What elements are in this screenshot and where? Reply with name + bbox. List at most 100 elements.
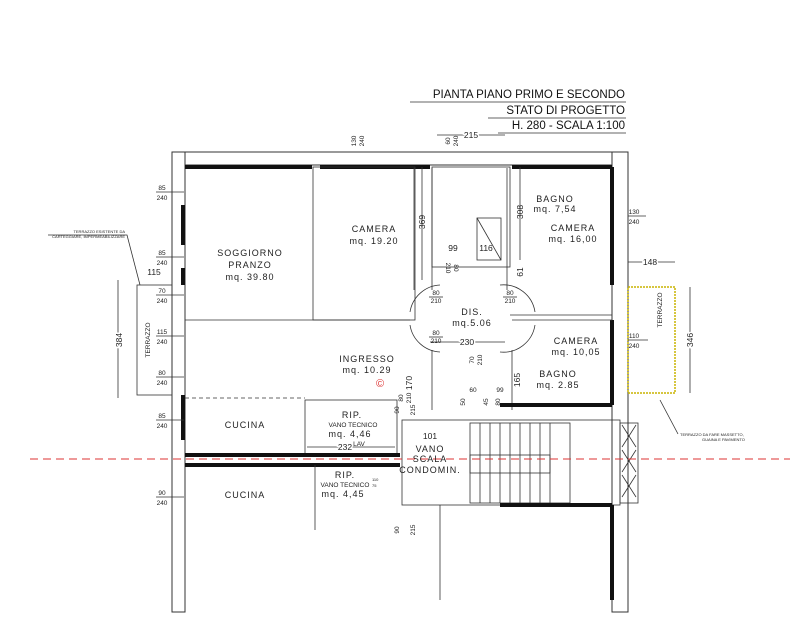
opening-w: 85 (158, 413, 166, 420)
opening-h: 210 (505, 298, 516, 305)
opening-h: 75 (372, 483, 377, 488)
rip2-name: RIP. (335, 470, 355, 480)
title-line1: PIANTA PIANO PRIMO E SECONDO (433, 89, 625, 101)
camera3-area: mq. 10,05 (551, 347, 600, 357)
rip2-area: mq. 4,45 (321, 489, 364, 499)
notes: TERRAZZO ESISTENTE DA CARTEGGIARE, IMPER… (48, 229, 745, 442)
cucina1-name: CUCINA (225, 420, 266, 430)
camera1-area: mq. 19.20 (349, 236, 398, 246)
opening-w: 115 (157, 329, 168, 336)
opening-h: 240 (157, 500, 168, 507)
opening-h: 210 (477, 354, 484, 365)
dim-230: 230 (460, 337, 474, 347)
bagno2-name: BAGNO (539, 369, 577, 379)
dim-369: 369 (417, 215, 427, 229)
note-right-line2: GUAINA E PAVIMENTO (702, 437, 745, 442)
opening-w: 80 (432, 290, 440, 297)
opening-h: 240 (157, 195, 168, 202)
opening-h: 210 (406, 392, 413, 403)
opening-h: 240 (629, 343, 640, 350)
dim-60: 60 (469, 387, 477, 394)
title-line3: H. 280 - SCALA 1:100 (512, 120, 625, 132)
dim-384: 384 (114, 333, 124, 347)
note-right-line1: TERRAZZO DA FARE MASSETTO, (680, 432, 744, 437)
rip1-name: RIP. (342, 410, 362, 420)
dim-50: 50 (460, 398, 467, 406)
dim-45: 45 (483, 398, 490, 406)
vano-scala-line1: VANO (416, 444, 445, 454)
dim-232: 232 (338, 442, 352, 452)
opening-h: 215 (410, 404, 417, 415)
opening-w: 130 (629, 209, 640, 216)
lav-label: LAV (353, 441, 365, 448)
soggiorno-name2: PRANZO (228, 260, 272, 270)
dim-346: 346 (685, 333, 695, 347)
opening-h: 240 (157, 260, 168, 267)
title-block: PIANTA PIANO PRIMO E SECONDO STATO DI PR… (410, 89, 626, 134)
ingresso-area: mq. 10.29 (342, 365, 391, 375)
opening-h: 215 (410, 524, 417, 535)
cucina2-name: CUCINA (225, 490, 266, 500)
room-labels: SOGGIORNO PRANZO mq. 39.80 CAMERA mq. 19… (145, 194, 664, 500)
walls (30, 151, 790, 613)
dim-115: 115 (147, 267, 161, 277)
camera3-name: CAMERA (554, 336, 599, 346)
dim-116: 116 (479, 243, 493, 253)
camera1-name: CAMERA (352, 224, 397, 234)
bagno1-area: mq. 7,54 (533, 204, 576, 214)
opening-w: 110 (629, 333, 640, 340)
title-line2: STATO DI PROGETTO (506, 105, 625, 117)
opening-w: 80 (452, 264, 459, 272)
opening-w: 60 (445, 137, 452, 145)
opening-w: 110 (372, 477, 379, 482)
opening-h: 240 (453, 135, 460, 146)
bagno2-area: mq. 2.85 (536, 380, 579, 390)
soggiorno-area: mq. 39.80 (225, 272, 274, 282)
opening-h: 210 (444, 263, 451, 274)
note-left-line2: CARTEGGIARE, IMPERMEABILIZZARE (52, 234, 125, 239)
opening-w: 70 (469, 356, 476, 364)
opening-h: 240 (157, 339, 168, 346)
camera2-name: CAMERA (551, 223, 596, 233)
opening-h: 210 (431, 298, 442, 305)
dim-80b: 80 (495, 398, 502, 406)
dis-area: mq.5.06 (452, 318, 492, 328)
vano-scala-line3: CONDOMIN. (399, 465, 461, 475)
dim-99b: 99 (496, 387, 504, 394)
opening-w: 130 (351, 135, 358, 146)
soggiorno-name1: SOGGIORNO (217, 248, 283, 258)
terrazzo-right-label: TERRAZZO (657, 292, 664, 327)
opening-w: 90 (394, 526, 401, 534)
rip1-area: mq. 4,46 (328, 429, 371, 439)
opening-h: 240 (157, 423, 168, 430)
dimensions: 215 369 308 99 116 61 148 346 384 115 23… (113, 129, 697, 454)
dis-name: DIS. (461, 307, 483, 317)
opening-w: 80 (398, 394, 405, 402)
rip1-sub: VANO TECNICO (329, 422, 378, 429)
bagno1-name: BAGNO (536, 194, 574, 204)
opening-w: 90 (394, 406, 401, 414)
opening-h: 240 (157, 298, 168, 305)
dim-99: 99 (448, 243, 458, 253)
ingresso-name: INGRESSO (339, 354, 395, 364)
vano-scala-line2: SCALA (413, 454, 448, 464)
dim-215: 215 (464, 130, 478, 140)
note-left-line1: TERRAZZO ESISTENTE DA (73, 229, 125, 234)
stairs (469, 422, 571, 504)
rip2-sub: VANO TECNICO (321, 482, 370, 489)
dim-61: 61 (515, 267, 525, 277)
terrazzo-left-label: TERRAZZO (145, 322, 152, 357)
opening-w: 70 (158, 288, 166, 295)
camera2-area: mq. 16,00 (548, 234, 597, 244)
opening-h: 240 (157, 380, 168, 387)
copyright-symbol: © (376, 378, 384, 390)
dim-165: 165 (512, 373, 522, 387)
opening-h: 240 (359, 135, 366, 146)
dim-148: 148 (643, 257, 657, 267)
dim-308: 308 (515, 205, 525, 219)
opening-w: 80 (432, 330, 440, 337)
opening-h: 240 (629, 219, 640, 226)
dim-101: 101 (423, 431, 437, 441)
